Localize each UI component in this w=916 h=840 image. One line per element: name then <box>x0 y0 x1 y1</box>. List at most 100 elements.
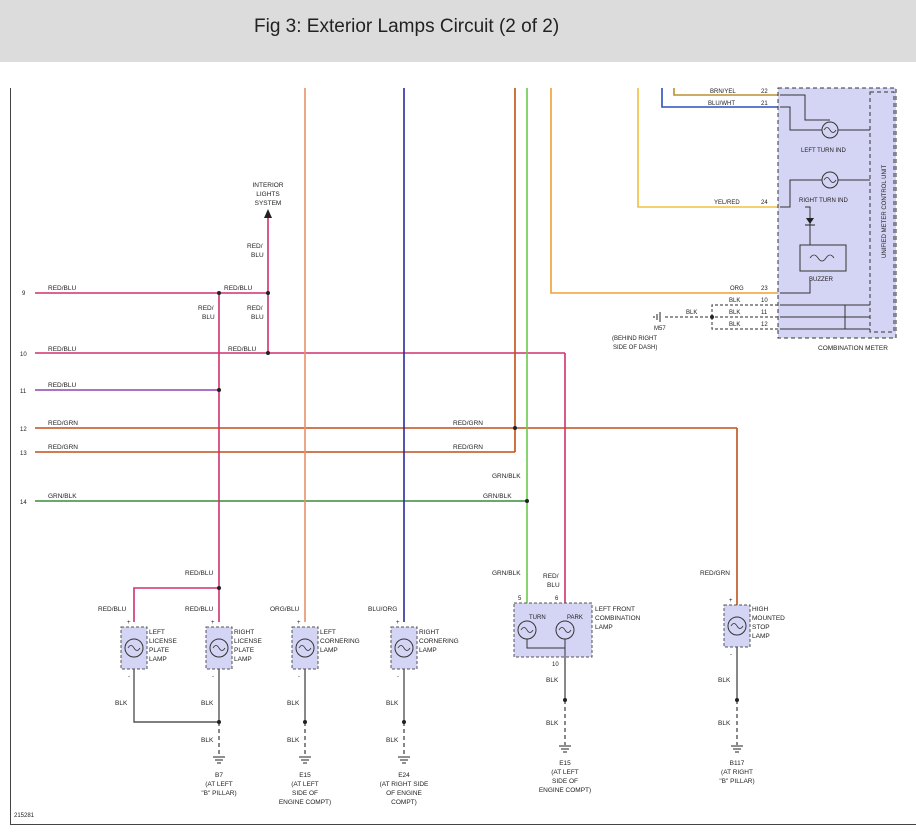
diagram-shape <box>298 645 312 651</box>
diagram-label: RIGHT <box>234 629 254 636</box>
diagram-label: STOP <box>752 624 770 631</box>
diagram-label: E24 <box>398 772 410 779</box>
diagram-label: GRN/BLK <box>492 570 521 577</box>
wire-blu-wht <box>661 88 778 108</box>
diagram-label: 10 <box>761 298 768 304</box>
diagram-label: GRN/BLK <box>48 493 77 500</box>
diagram-label: 14 <box>20 500 27 506</box>
diagram-label: BLK <box>386 700 399 707</box>
diagram-label: LICENSE <box>234 638 262 645</box>
diagram-label: RED/BLU <box>48 382 76 389</box>
diagram-label: - <box>397 674 399 680</box>
diagram-shape <box>520 627 534 633</box>
ground-m57-icon <box>653 312 661 322</box>
wire-brn-yel <box>673 88 778 96</box>
figure-number: 215281 <box>14 813 35 819</box>
diagram-label: RIGHT <box>419 629 439 636</box>
diagram-label: M57 <box>654 326 666 332</box>
diagram-label: 10 <box>552 662 559 668</box>
diagram-label: BLK <box>729 298 740 304</box>
diagram-label: GRN/BLK <box>492 473 521 480</box>
diagram-label: (AT RIGHT <box>721 769 753 776</box>
diagram-label: 6 <box>555 596 559 602</box>
title-bar <box>0 0 916 62</box>
diagram-shape: BRN/YEL 22 BLU/WHT 21 YEL/RED 24 ORG 23 … <box>708 89 768 328</box>
diagram-label: - <box>212 674 214 680</box>
diagram-label: 21 <box>761 101 768 107</box>
diagram-label: 13 <box>20 451 27 457</box>
diagram-label: 23 <box>761 286 768 292</box>
diagram-label: RED/GRN <box>48 420 78 427</box>
diagram-shape <box>266 351 270 355</box>
diagram-label: OF ENGINE <box>386 790 422 797</box>
diagram-label: 24 <box>761 200 768 206</box>
diagram-label: LICENSE <box>149 638 177 645</box>
diagram-frame <box>10 88 916 825</box>
diagram-label: SYSTEM <box>255 200 282 207</box>
diagram-label: RED/BLU <box>98 606 126 613</box>
diagram-shape <box>397 645 411 651</box>
diagram-label: 9 <box>22 291 26 297</box>
diagram-label: MOUNTED <box>752 615 785 622</box>
diagram-shape <box>212 645 226 651</box>
unified-meter-control-unit <box>869 91 895 333</box>
diagram-label: RED/BLU <box>224 285 252 292</box>
diagram-label: ENGINE COMPT) <box>279 799 331 806</box>
diagram-label: BLU <box>547 582 560 589</box>
page-title: Fig 3: Exterior Lamps Circuit (2 of 2) <box>254 16 560 37</box>
diagram-label: BLK <box>115 700 128 707</box>
diagram-label: 10 <box>20 352 27 358</box>
diagram-label: INTERIOR <box>252 182 283 189</box>
diagram-label: E15 <box>559 760 571 767</box>
diagram-shape <box>303 720 307 724</box>
diagram-label: RED/ <box>543 573 559 580</box>
diagram-label: B117 <box>730 760 745 767</box>
diode-icon <box>806 218 814 224</box>
diagram-shape <box>665 304 778 330</box>
diagram-label: RED/BLU <box>185 606 213 613</box>
diagram-label: BUZZER <box>809 277 834 283</box>
diagram-shape <box>710 315 714 319</box>
diagram-label: PLATE <box>149 647 170 654</box>
diagram-label: LEFT <box>149 629 165 636</box>
diagram-label: LAMP <box>595 624 613 631</box>
diagram-label: BLK <box>287 700 300 707</box>
diagram-label: ENGINE COMPT) <box>539 787 591 794</box>
diagram-shape <box>805 206 811 250</box>
diagram-label: + <box>729 598 733 604</box>
diagram-label: LEFT <box>320 629 336 636</box>
diagram-label: LAMP <box>752 633 770 640</box>
diagram-label: UNIFIED METER CONTROL UNIT <box>882 165 888 258</box>
diagram-label: LEFT FRONT <box>595 606 635 613</box>
diagram-label: BLU <box>251 252 264 259</box>
diagram-shape <box>525 499 529 503</box>
diagram-shape <box>127 645 141 651</box>
diagram-shape <box>526 639 566 649</box>
diagram-label: (AT LEFT <box>551 769 579 776</box>
diagram-label: BLK <box>201 737 214 744</box>
diagram-shape <box>217 586 221 590</box>
wire-red-blu-left-plate <box>133 587 219 622</box>
diagram-shape <box>823 127 837 133</box>
diagram-label: BLU/ORG <box>368 606 397 613</box>
diagram-label: + <box>127 620 131 626</box>
diagram-label: LAMP <box>234 656 252 663</box>
diagram-label: BLU <box>202 314 215 321</box>
diagram-label: 22 <box>761 89 768 95</box>
diagram-shape <box>735 698 739 702</box>
diagram-label: 12 <box>761 322 768 328</box>
diagram-label: BLU/WHT <box>708 101 735 107</box>
diagram-label: RED/GRN <box>700 570 730 577</box>
diagram-shape <box>217 388 221 392</box>
diagram-label: BLK <box>386 737 399 744</box>
wire-org <box>550 88 778 294</box>
diagram-label: RED/ <box>247 305 263 312</box>
diagram-label: BLK <box>686 310 697 316</box>
diagram-shape <box>217 291 221 295</box>
diagram-label: + <box>211 620 215 626</box>
diagram-label: - <box>128 674 130 680</box>
diagram-label: SIDE OF DASH) <box>613 345 657 351</box>
diagram-label: COMPT) <box>391 799 417 806</box>
diagram-shape <box>133 647 738 756</box>
diagram-label: RED/BLU <box>228 346 256 353</box>
